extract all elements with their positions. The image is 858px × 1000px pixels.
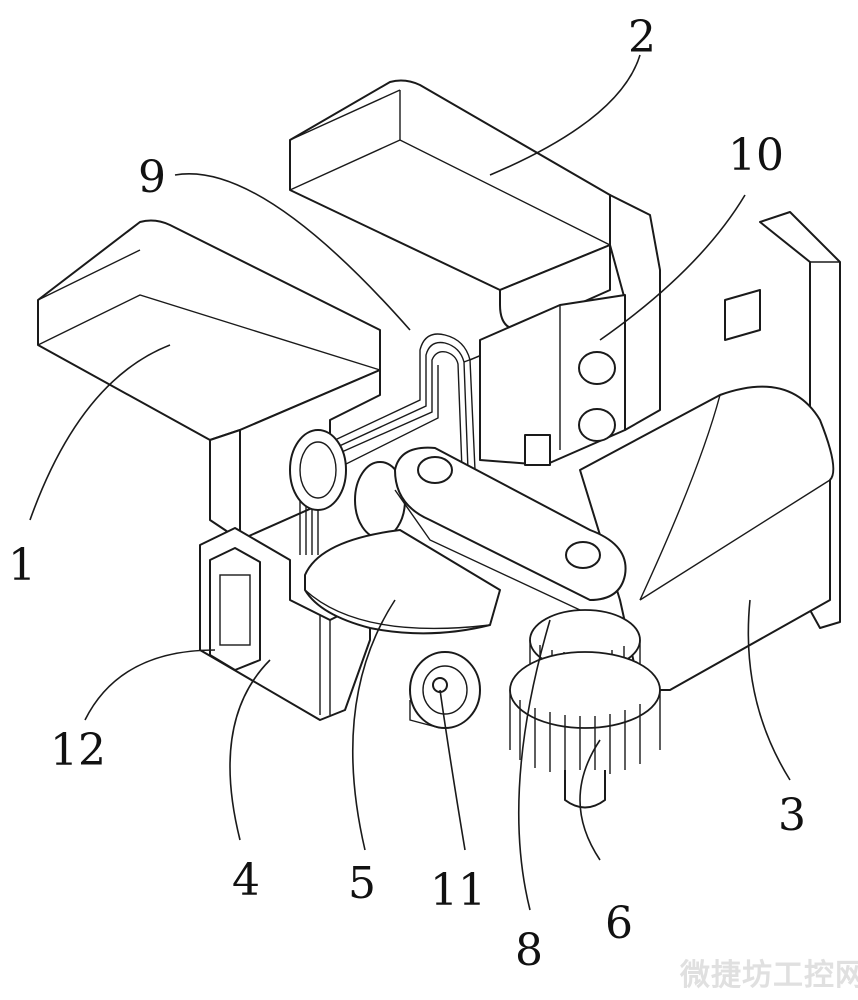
shaft-collar	[289, 429, 406, 539]
block-module-2	[289, 79, 661, 431]
leader-lines	[29, 54, 791, 911]
motor-3	[579, 385, 835, 691]
label-6: 6	[605, 898, 633, 949]
label-1: 1	[8, 540, 36, 591]
watermark-text: 微捷坊工控网	[679, 958, 858, 993]
bracket-10	[479, 294, 626, 466]
link-arm	[394, 446, 627, 611]
label-2: 2	[628, 12, 656, 63]
label-12: 12	[50, 725, 106, 776]
label-4: 4	[232, 855, 260, 906]
reference-labels: 1 2 3 4 5 6 8 9 10 11 12	[8, 12, 806, 976]
label-11: 11	[430, 865, 486, 916]
gear-6	[509, 651, 661, 809]
sector-plate-5	[304, 529, 501, 635]
label-3: 3	[778, 790, 806, 841]
label-10: 10	[728, 130, 784, 181]
roller-11	[409, 651, 481, 729]
label-5: 5	[348, 858, 376, 909]
handle-frame-4	[199, 527, 371, 721]
label-9: 9	[138, 152, 166, 203]
label-8: 8	[515, 925, 543, 976]
